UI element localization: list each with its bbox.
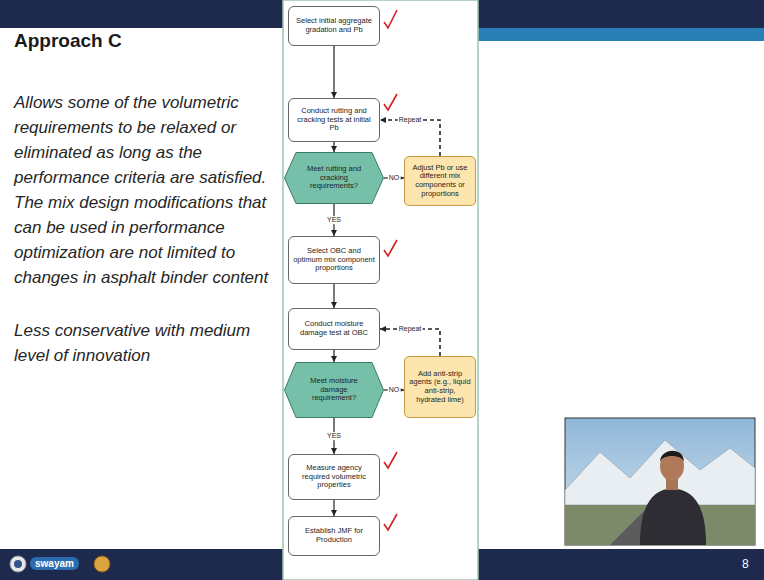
flow-arrow [333, 284, 334, 308]
edge-label: NO [388, 386, 401, 394]
flow-arrow [333, 46, 334, 98]
node-text: Conduct rutting and cracking tests at in… [293, 107, 375, 133]
node-text: Meet moisture damage requirement? [299, 377, 369, 403]
repeat-arrow [380, 120, 440, 156]
edge-label: Repeat [398, 325, 423, 333]
flow-arrow [333, 142, 334, 152]
logo-text: swayam [30, 557, 79, 570]
logo-emblem [14, 560, 22, 568]
process-box: Select OBC and optimum mix component pro… [288, 236, 380, 284]
text-column: Approach C Allows some of the volumetric … [14, 30, 272, 368]
flow-arrow [333, 500, 334, 516]
edge-label: YES [326, 432, 342, 440]
edge-label: Repeat [398, 116, 423, 124]
node-text: Add anti-strip agents (e.g., liquid anti… [409, 370, 471, 405]
accent-strip [478, 28, 764, 41]
node-text: Select OBC and optimum mix component pro… [293, 247, 375, 273]
process-box: Select initial aggregate gradation and P… [288, 6, 380, 46]
action-box: Adjust Pb or use different mix component… [404, 156, 476, 206]
edge-label: NO [388, 174, 401, 182]
node-text: Select initial aggregate gradation and P… [293, 17, 375, 34]
edge-label: YES [326, 216, 342, 224]
body-text: Allows some of the volumetric requiremen… [14, 90, 272, 290]
logo-emblem [94, 556, 110, 572]
process-box: Measure agency required volumetric prope… [288, 454, 380, 500]
flow-arrow [333, 350, 334, 362]
node-text: Adjust Pb or use different mix component… [409, 164, 471, 199]
action-box: Add anti-strip agents (e.g., liquid anti… [404, 356, 476, 418]
node-text: Establish JMF for Production [293, 527, 375, 544]
decision-hexagon: Meet moisture damage requirement? [284, 362, 384, 418]
node-text: Measure agency required volumetric prope… [293, 464, 375, 490]
process-box: Conduct rutting and cracking tests at in… [288, 98, 380, 142]
process-box: Conduct moisture damage test at OBC [288, 308, 380, 350]
decision-hexagon: Meet rutting and cracking requirements? [284, 152, 384, 204]
slide-title: Approach C [14, 30, 272, 52]
check-mark [384, 10, 397, 530]
node-text: Meet rutting and cracking requirements? [299, 165, 369, 191]
flowchart-panel [283, 0, 478, 580]
node-text: Conduct moisture damage test at OBC [293, 320, 375, 337]
body-text: Less conservative with medium level of i… [14, 318, 272, 368]
presenter-video [565, 418, 755, 545]
page-number: 8 [742, 557, 749, 571]
process-box: Establish JMF for Production [288, 516, 380, 556]
logo-emblem [10, 556, 26, 572]
repeat-arrow [380, 329, 440, 356]
